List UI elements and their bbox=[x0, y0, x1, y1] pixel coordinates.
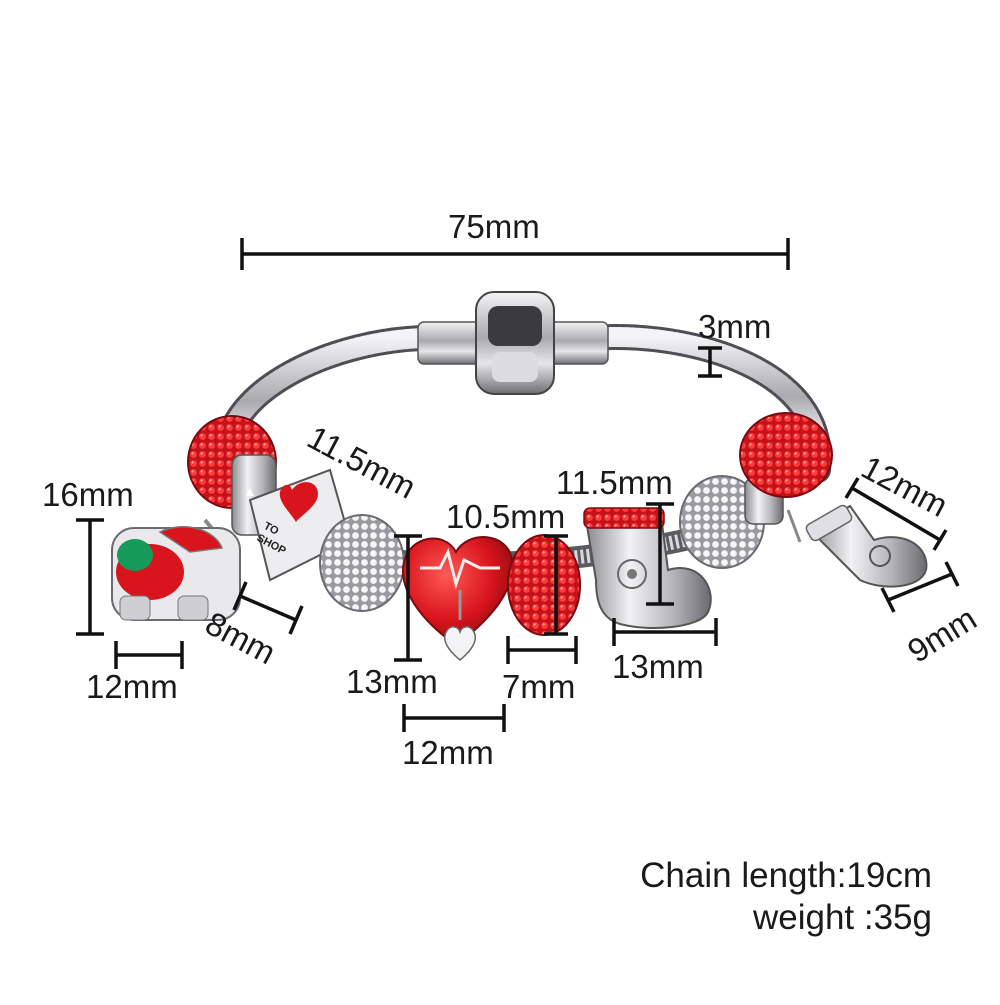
label-santa-height: 16mm bbox=[42, 476, 134, 513]
label-red-bead-width: 7mm bbox=[502, 668, 576, 705]
label-chain-thickness: 3mm bbox=[698, 308, 772, 345]
dim-line-stocking-length bbox=[851, 486, 941, 542]
weight-spec: weight :35g bbox=[752, 898, 932, 937]
white-crystal-bead-left bbox=[319, 514, 405, 612]
boot-charm bbox=[583, 506, 712, 629]
label-heart-length: 10.5mm bbox=[446, 498, 566, 535]
chain-length-spec: Chain length:19cm bbox=[640, 856, 932, 895]
red-heart-charm bbox=[402, 536, 514, 661]
stocking-charm bbox=[786, 504, 928, 588]
dim-line-shop-thickness bbox=[239, 594, 297, 622]
label-boot-height: 11.5mm bbox=[556, 464, 673, 501]
red-crystal-bead-middle bbox=[507, 534, 581, 636]
label-heart-width: 12mm bbox=[402, 734, 494, 771]
label-boot-width: 13mm bbox=[612, 648, 704, 685]
label-bracelet-width: 75mm bbox=[448, 208, 540, 245]
barrel-clasp bbox=[417, 291, 609, 395]
santa-charm bbox=[111, 518, 241, 621]
dimension-lines bbox=[76, 238, 960, 732]
red-crystal-bead-right bbox=[739, 412, 833, 525]
label-santa-width: 12mm bbox=[86, 668, 178, 705]
label-heart-height: 13mm bbox=[346, 663, 438, 700]
dim-line-stocking-width bbox=[887, 572, 953, 602]
